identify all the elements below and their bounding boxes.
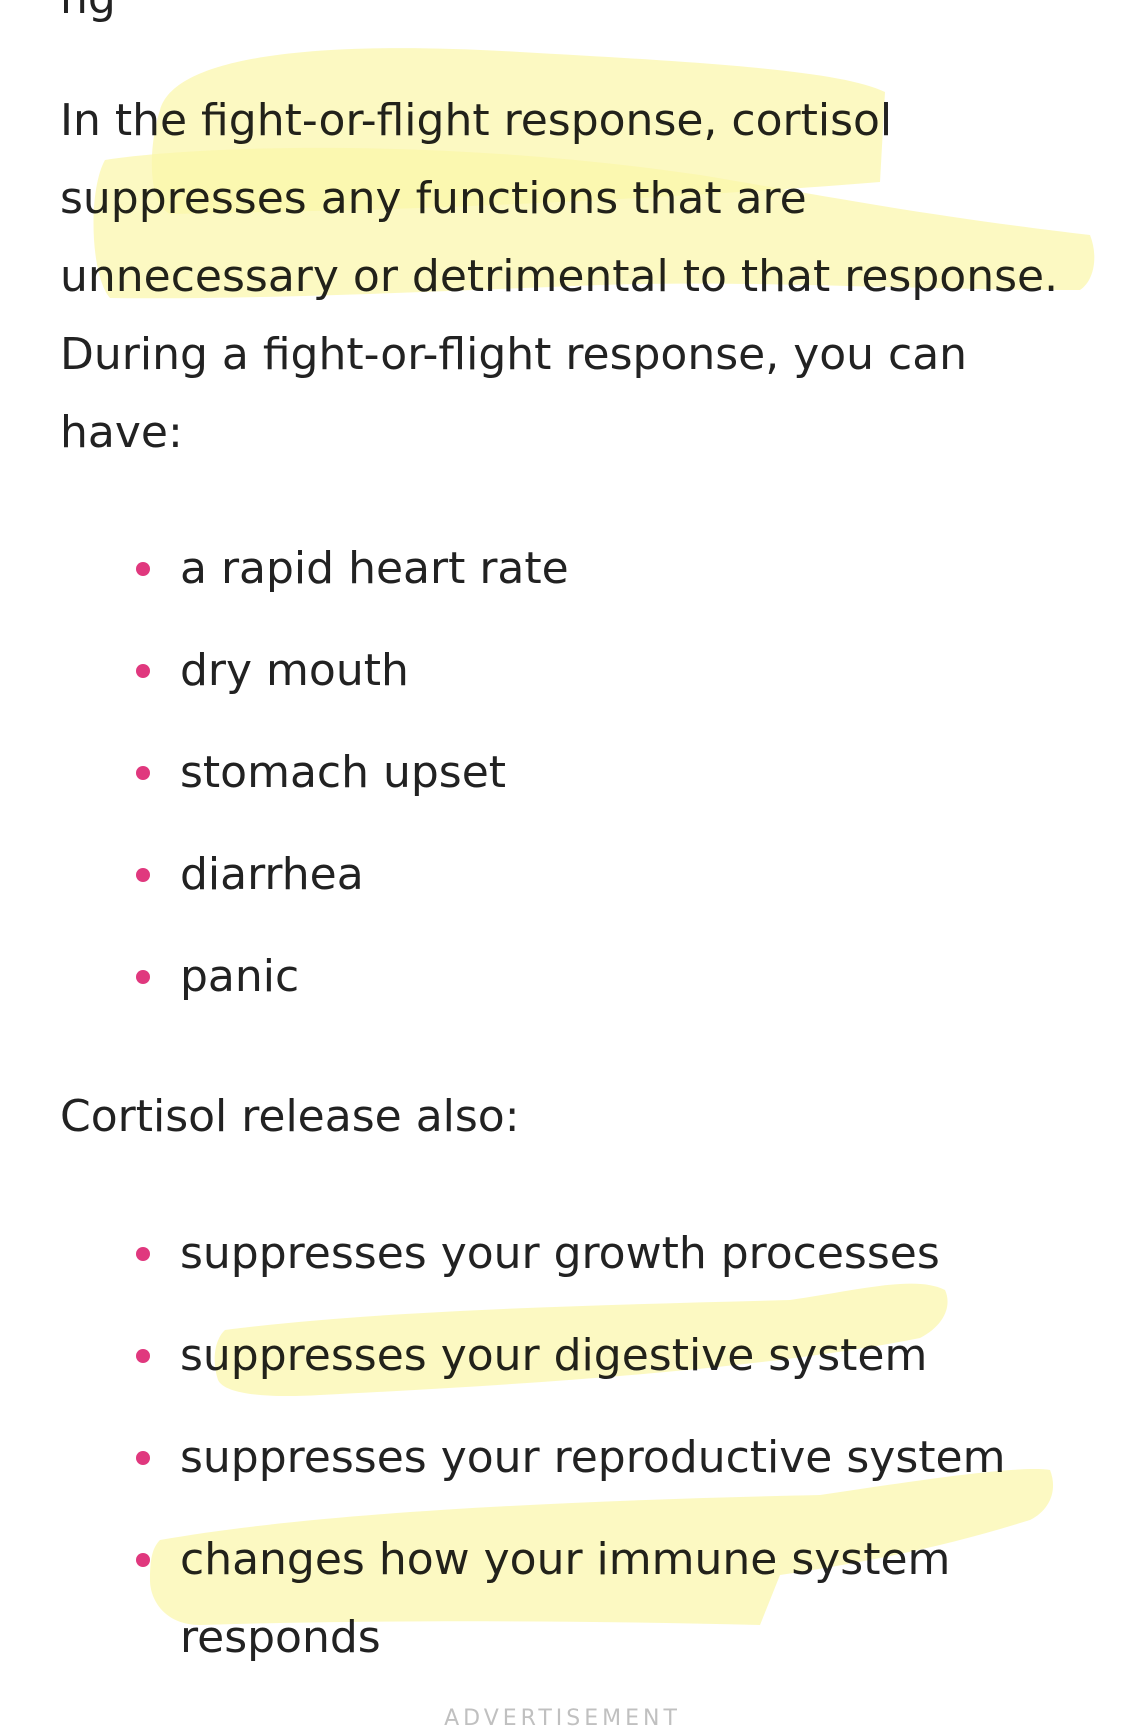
bullet-icon	[136, 562, 150, 576]
list-item: dry mouth	[0, 632, 1040, 710]
list-item-text: suppresses your digestive system	[180, 1330, 928, 1381]
list-item: changes how your immune system responds	[0, 1521, 1040, 1677]
list-item-text: dry mouth	[180, 645, 409, 696]
list-item-text: changes how your immune system responds	[180, 1534, 951, 1663]
list-item: panic	[0, 938, 1040, 1016]
cortisol-effects-list: suppresses your growth processes suppres…	[0, 1215, 1125, 1701]
bullet-icon	[136, 1553, 150, 1567]
list-item: suppresses your reproductive system	[0, 1419, 1040, 1497]
list-item-text: suppresses your growth processes	[180, 1228, 940, 1279]
list-item-text: panic	[180, 951, 300, 1002]
list-item: diarrhea	[0, 836, 1040, 914]
bullet-icon	[136, 1349, 150, 1363]
list-item-text: diarrhea	[180, 849, 364, 900]
list-item-text: a rapid heart rate	[180, 543, 569, 594]
bullet-icon	[136, 664, 150, 678]
bullet-icon	[136, 868, 150, 882]
advertisement-label: ADVERTISEMENT	[444, 1706, 681, 1729]
paragraph-fight-or-flight: In the fight-or-flight response, cortiso…	[60, 95, 1059, 458]
list-item: a rapid heart rate	[0, 530, 1040, 608]
bullet-icon	[136, 1247, 150, 1261]
list-item-text: suppresses your reproductive system	[180, 1432, 1006, 1483]
list-item-text: stomach upset	[180, 747, 507, 798]
bullet-icon	[136, 1451, 150, 1465]
bullet-icon	[136, 766, 150, 780]
cut-off-text-line: ng	[60, 0, 116, 38]
bullet-icon	[136, 970, 150, 984]
list-item: stomach upset	[0, 734, 1040, 812]
list-item: suppresses your digestive system	[0, 1317, 1040, 1395]
symptom-list: a rapid heart rate dry mouth stomach ups…	[0, 530, 1125, 1040]
paragraph-cortisol-release: Cortisol release also:	[60, 1091, 520, 1142]
list-item: suppresses your growth processes	[0, 1215, 1040, 1293]
